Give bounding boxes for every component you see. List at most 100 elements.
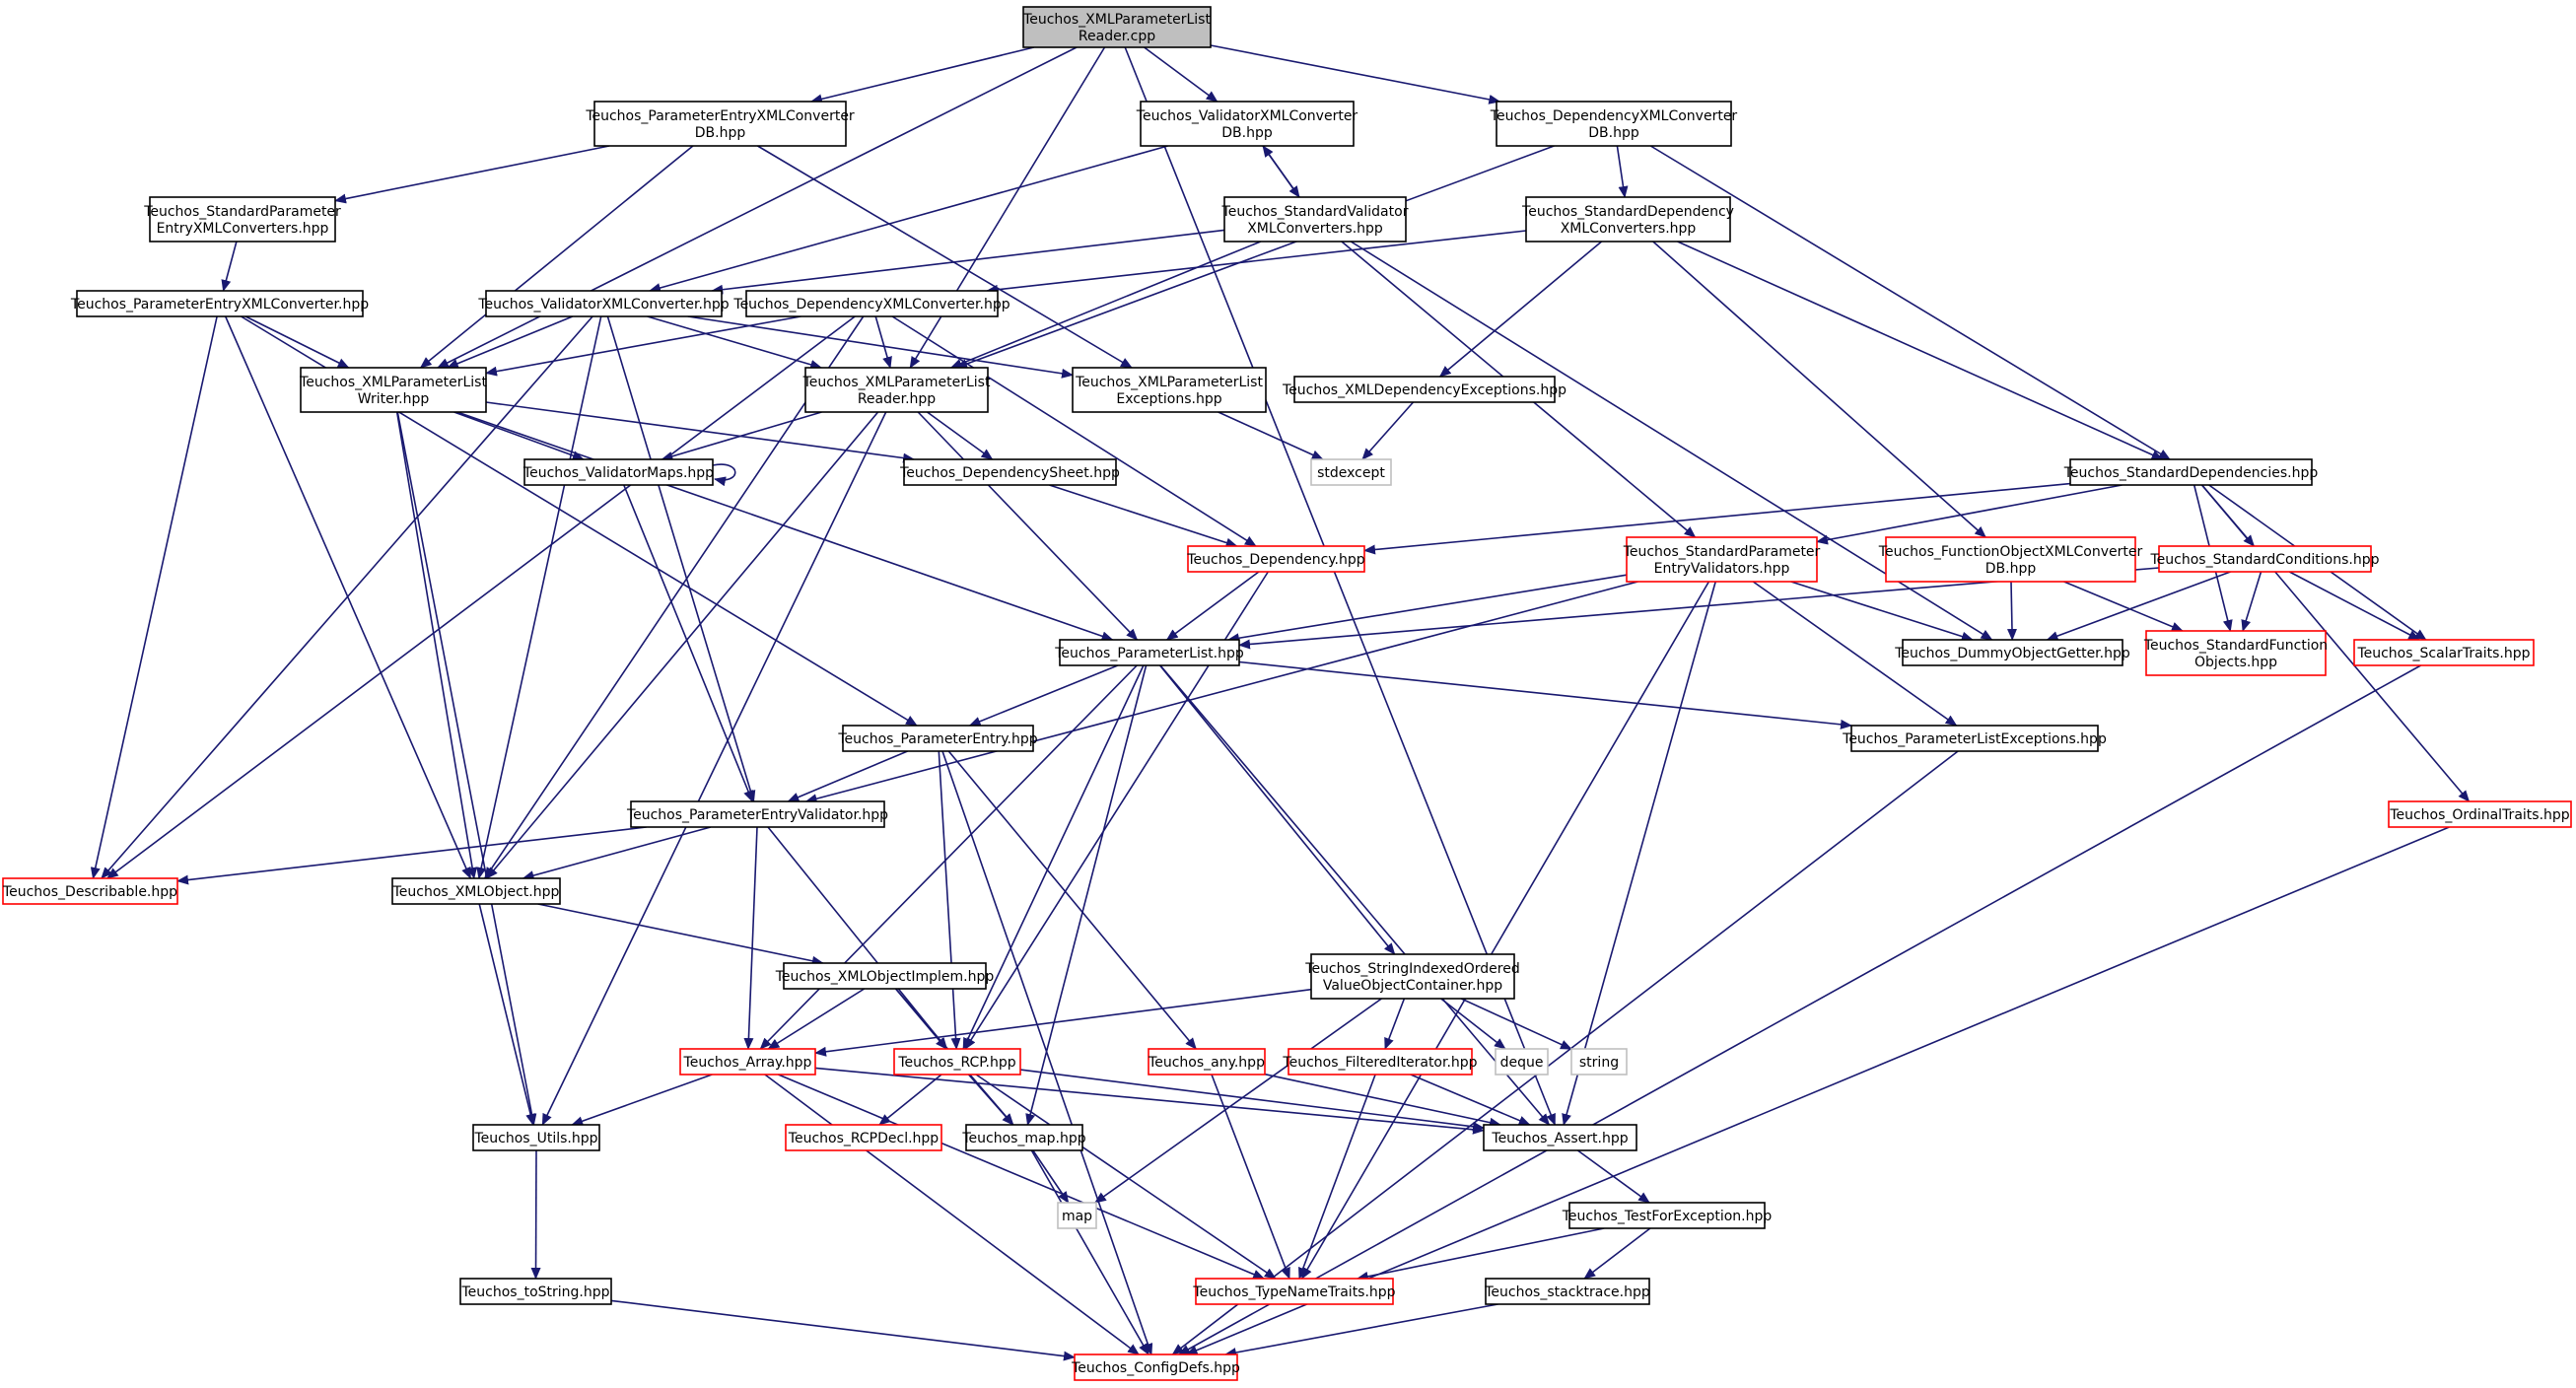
node-label: Teuchos_ParameterEntryXMLConverter.hpp [70,297,369,312]
node-label: Teuchos_ValidatorXMLConverter [1136,108,1358,124]
node-xdepex[interactable]: Teuchos_XMLDependencyExceptions.hpp [1282,376,1566,403]
node-deque[interactable]: deque [1495,1048,1549,1076]
node-box [1626,536,1818,583]
node-array[interactable]: Teuchos_Array.hpp [679,1048,816,1076]
node-stddepx[interactable]: Teuchos_StandardDependencyXMLConverters.… [1521,196,1734,243]
edge-valx-to-xplr [647,315,823,370]
node-map[interactable]: map [1057,1202,1097,1229]
edge-stdpev-to-pev [804,581,1638,804]
edge-pl-to-assert [1159,664,1551,1126]
node-tnt[interactable]: Teuchos_TypeNameTraits.hpp [1192,1278,1396,1305]
edge-ordinal-to-config [1185,826,2450,1355]
node-label: Teuchos_OrdinalTraits.hpp [2389,807,2569,823]
node-label: Teuchos_StandardParameter [143,204,341,220]
node-box [1223,196,1407,243]
node-box [1293,376,1556,403]
node-describ[interactable]: Teuchos_Describable.hpp [2,877,178,905]
edge-filt-to-assert [1410,1074,1531,1126]
node-label: Teuchos_DependencyXMLConverter.hpp [732,297,1010,312]
node-filt[interactable]: Teuchos_FilteredIterator.hpp [1282,1048,1478,1076]
node-label: Teuchos_Assert.hpp [1491,1131,1628,1146]
node-label: stdexcept [1317,465,1385,481]
node-ordinal[interactable]: Teuchos_OrdinalTraits.hpp [2388,800,2572,828]
edge-stdvalx-to-dummy [1350,241,1993,641]
node-pl[interactable]: Teuchos_ParameterList.hpp [1054,639,1244,666]
node-map_h[interactable]: Teuchos_map.hpp [961,1124,1086,1151]
node-scalar[interactable]: Teuchos_ScalarTraits.hpp [2353,639,2535,666]
node-rcpdecl[interactable]: Teuchos_RCPDecl.hpp [785,1124,942,1151]
node-label: Teuchos_Utils.hpp [474,1131,598,1146]
node-box [149,196,336,243]
node-utils[interactable]: Teuchos_Utils.hpp [472,1124,600,1151]
edge-pexdb-to-xplw [419,145,694,369]
node-xmlimpl[interactable]: Teuchos_XMLObjectImplem.hpp [775,962,995,990]
node-pex[interactable]: Teuchos_ParameterEntryXMLConverter.hpp [70,290,369,317]
node-pe[interactable]: Teuchos_ParameterEntry.hpp [837,725,1038,752]
node-stdvalx[interactable]: Teuchos_StandardValidatorXMLConverters.h… [1221,196,1409,243]
node-stddeps[interactable]: Teuchos_StandardDependencies.hpp [2063,458,2319,486]
node-tfe[interactable]: Teuchos_TestForException.hpp [1562,1202,1773,1229]
node-label: Teuchos_ParameterEntryValidator.hpp [626,807,888,823]
node-tostr[interactable]: Teuchos_toString.hpp [459,1278,612,1305]
edge-dep-to-pl [1165,571,1260,641]
edge-xmlobj-to-xmlimpl [537,903,824,966]
node-valmaps[interactable]: Teuchos_ValidatorMaps.hpp [522,458,714,486]
edge-xplex-to-stdexcept [1218,411,1324,460]
node-rcp[interactable]: Teuchos_RCP.hpp [893,1048,1021,1076]
edge-valx-to-xplw [446,315,574,369]
node-pev[interactable]: Teuchos_ParameterEntryValidator.hpp [626,800,888,828]
node-box [523,458,714,486]
node-any[interactable]: Teuchos_any.hpp [1148,1048,1266,1076]
edges-layer [90,44,2471,1361]
edge-valmaps-to-pev [623,484,753,802]
node-label: Writer.hpp [358,391,430,407]
edge-pev-to-array [743,826,758,1050]
node-label: Teuchos_stacktrace.hpp [1484,1284,1650,1300]
node-sioc[interactable]: Teuchos_StringIndexedOrderedValueObjectC… [1304,953,1520,1000]
node-dep[interactable]: Teuchos_Dependency.hpp [1186,545,1365,573]
node-box [1568,1202,1766,1229]
node-dummy[interactable]: Teuchos_DummyObjectGetter.hpp [1894,639,2130,666]
node-string[interactable]: string [1570,1048,1628,1076]
node-label: Teuchos_DummyObjectGetter.hpp [1894,646,2130,661]
edge-valx-to-xmlobj [476,315,602,879]
node-box [842,725,1034,752]
node-stdpex[interactable]: Teuchos_StandardParameterEntryXMLConvert… [143,196,341,243]
node-valx[interactable]: Teuchos_ValidatorXMLConverter.hpp [477,290,730,317]
node-depx[interactable]: Teuchos_DependencyXMLConverter.hpp [732,290,1010,317]
edge-root-to-valxdb [1144,46,1218,103]
node-stdexcept[interactable]: stdexcept [1310,458,1392,486]
node-label: Teuchos_DependencySheet.hpp [899,465,1120,481]
node-box [783,962,987,990]
edge-stdpev-to-plex [1752,581,1958,727]
node-label: Teuchos_ConfigDefs.hpp [1071,1360,1240,1376]
node-xmlobj[interactable]: Teuchos_XMLObject.hpp [391,877,561,905]
node-label: string [1579,1055,1619,1071]
edge-stddeps-to-stdpev [1816,484,2123,545]
node-stdpev[interactable]: Teuchos_StandardParameterEntryValidators… [1623,536,1821,583]
node-label: Teuchos_XMLParameterList [299,375,487,390]
edge-array-to-tnt [778,1074,1266,1280]
node-box [1885,536,2136,583]
node-box [76,290,364,317]
node-stdcond[interactable]: Teuchos_StandardConditions.hpp [2150,545,2380,573]
edge-xplw-to-xmlobj [395,411,478,879]
node-stack[interactable]: Teuchos_stacktrace.hpp [1484,1278,1650,1305]
node-assert[interactable]: Teuchos_Assert.hpp [1483,1124,1637,1151]
edge-stddeps-to-ordinal [2200,484,2471,802]
edge-pev-to-rcp [767,826,948,1050]
node-plex[interactable]: Teuchos_ParameterListExceptions.hpp [1842,725,2107,752]
edge-pev-to-xmlobj [522,826,712,880]
node-label: ValueObjectContainer.hpp [1323,978,1502,994]
node-depsheet[interactable]: Teuchos_DependencySheet.hpp [899,458,1120,486]
node-config[interactable]: Teuchos_ConfigDefs.hpp [1071,1353,1240,1381]
